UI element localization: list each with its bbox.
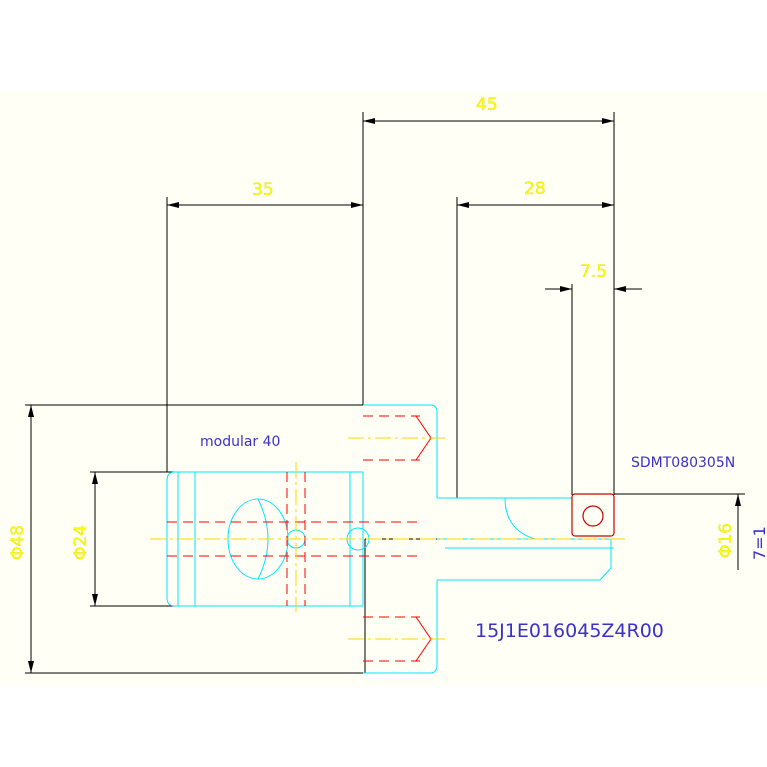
- note-text: modular 40 SDMT080305N 15J1E016045Z4R00: [200, 434, 735, 642]
- insert-shape: [571, 493, 615, 537]
- center-lines: [150, 437, 625, 640]
- part-number-label: 15J1E016045Z4R00: [475, 620, 664, 642]
- modular-label: modular 40: [200, 434, 280, 450]
- dim-35-label: 35: [252, 180, 274, 200]
- dim-seven-label: 7=1: [750, 526, 767, 560]
- insert-label: SDMT080305N: [631, 455, 735, 471]
- dim-7-5-label: 7.5: [580, 262, 607, 282]
- dim-dia48-label: Φ48: [8, 525, 28, 560]
- dim-dia16-label: Φ16: [716, 523, 736, 558]
- dimension-arrowheads: [28, 118, 741, 673]
- dimension-text: 45 35 28 7.5 Φ48 Φ24 Φ16: [8, 95, 736, 560]
- dim-dia24-label: Φ24: [71, 525, 91, 560]
- sheet-background: [0, 92, 767, 686]
- dim-28-label: 28: [524, 179, 546, 199]
- dim-45-label: 45: [476, 95, 498, 115]
